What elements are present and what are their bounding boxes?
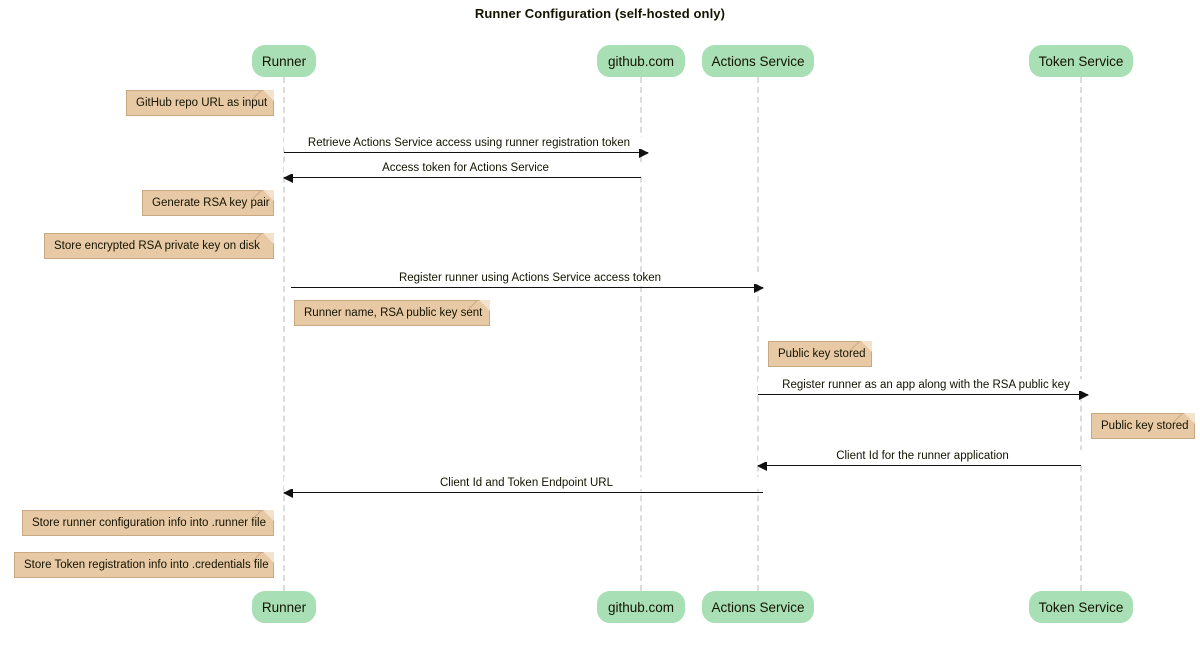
note-5: Public key stored — [768, 341, 872, 367]
lifeline-runner — [283, 77, 285, 591]
participant-label: Actions Service — [711, 53, 805, 69]
note-text: Public key stored — [778, 348, 866, 360]
arrowhead-5 — [757, 461, 767, 471]
participant-runner-bottom[interactable]: Runner — [252, 591, 316, 623]
note-text: GitHub repo URL as input — [136, 97, 268, 109]
participant-actions-top[interactable]: Actions Service — [702, 45, 814, 77]
message-label-1: Retrieve Actions Service access using ru… — [284, 137, 654, 149]
participant-label: Runner — [261, 599, 307, 615]
participant-token-bottom[interactable]: Token Service — [1029, 591, 1133, 623]
lifeline-actions — [757, 77, 759, 591]
participant-github-bottom[interactable]: github.com — [597, 591, 685, 623]
note-1: GitHub repo URL as input — [126, 90, 274, 116]
note-text: Store Token registration info into .cred… — [24, 559, 269, 571]
page-title: Runner Configuration (self-hosted only) — [474, 6, 726, 21]
note-text: Runner name, RSA public key sent — [304, 307, 483, 319]
participant-github-top[interactable]: github.com — [597, 45, 685, 77]
participant-runner-top[interactable]: Runner — [252, 45, 316, 77]
note-3: Store encrypted RSA private key on disk — [44, 233, 274, 259]
message-label-6: Client Id and Token Endpoint URL — [284, 477, 769, 489]
participant-token-top[interactable]: Token Service — [1029, 45, 1133, 77]
note-7: Store runner configuration info into .ru… — [22, 510, 274, 536]
participant-label: Token Service — [1038, 599, 1124, 615]
participant-label: Actions Service — [711, 599, 805, 615]
message-label-5: Client Id for the runner application — [758, 450, 1087, 462]
message-label-2: Access token for Actions Service — [284, 162, 647, 174]
note-text: Store runner configuration info into .ru… — [32, 517, 266, 529]
message-label-4: Register runner as an app along with the… — [758, 379, 1094, 391]
message-line-2 — [284, 177, 641, 178]
note-8: Store Token registration info into .cred… — [14, 552, 274, 578]
arrowhead-6 — [283, 488, 293, 498]
message-line-5 — [758, 465, 1081, 466]
note-6: Public key stored — [1091, 413, 1195, 439]
note-text: Generate RSA key pair — [152, 197, 270, 209]
participant-label: Runner — [261, 53, 307, 69]
arrowhead-4 — [1079, 390, 1089, 400]
note-text: Public key stored — [1101, 420, 1189, 432]
message-line-6 — [284, 492, 763, 493]
lifeline-token — [1080, 77, 1082, 591]
message-label-3: Register runner using Actions Service ac… — [291, 272, 769, 284]
arrowhead-2 — [283, 173, 293, 183]
arrowhead-1 — [639, 148, 649, 158]
note-text: Store encrypted RSA private key on disk — [54, 240, 260, 252]
participant-label: github.com — [607, 53, 675, 69]
note-2: Generate RSA key pair — [142, 190, 274, 216]
participant-label: github.com — [607, 599, 675, 615]
participant-actions-bottom[interactable]: Actions Service — [702, 591, 814, 623]
arrowhead-3 — [754, 283, 764, 293]
participant-label: Token Service — [1038, 53, 1124, 69]
lifeline-github — [640, 77, 642, 591]
message-line-4 — [758, 394, 1088, 395]
message-line-3 — [291, 287, 763, 288]
message-line-1 — [284, 152, 648, 153]
note-4: Runner name, RSA public key sent — [294, 300, 490, 326]
